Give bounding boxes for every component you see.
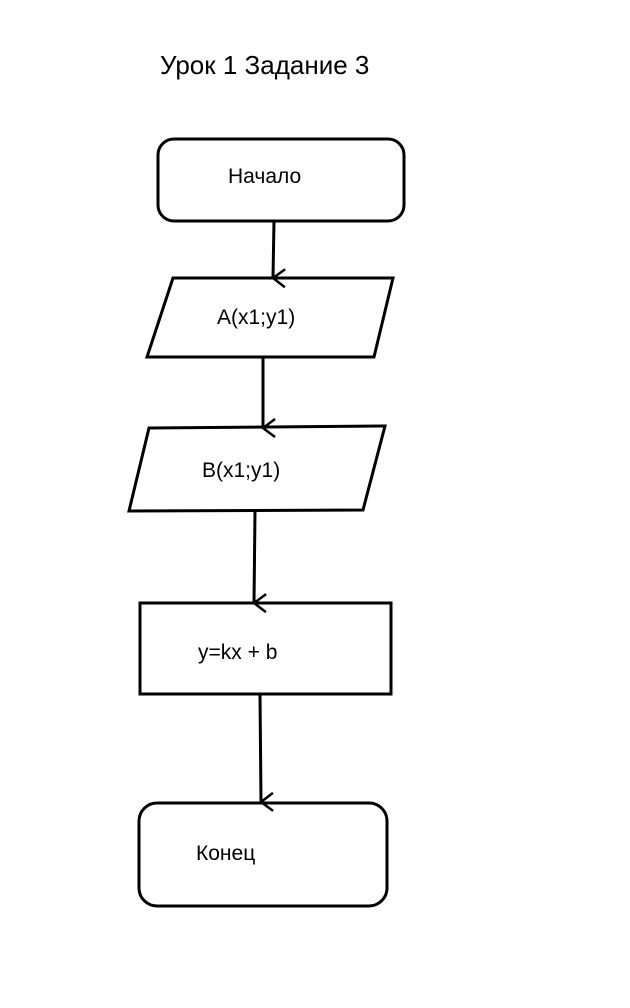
input-b-label: B(x1;y1) — [202, 459, 280, 482]
end-shape — [137, 801, 389, 908]
process-label: y=kx + b — [198, 641, 277, 664]
start-label: Начало — [228, 165, 301, 188]
end-terminator: Конец — [137, 801, 389, 908]
input-a-shape — [144, 276, 395, 359]
arrow-start-to-input-a — [273, 220, 274, 278]
input-b-node: B(x1;y1) — [127, 424, 387, 513]
input-a-label: A(x1;y1) — [217, 306, 295, 329]
input-a-node: A(x1;y1) — [144, 276, 395, 359]
start-shape — [156, 137, 406, 223]
arrow-process-to-end — [258, 693, 261, 802]
end-label: Конец — [196, 842, 255, 865]
input-b-shape — [127, 424, 387, 513]
process-shape — [138, 601, 393, 696]
start-terminator: Начало — [156, 137, 406, 223]
arrow-input-b-to-process — [254, 510, 255, 603]
process-node: y=kx + b — [138, 601, 393, 696]
diagram-title: Урок 1 Задание 3 — [160, 50, 370, 80]
